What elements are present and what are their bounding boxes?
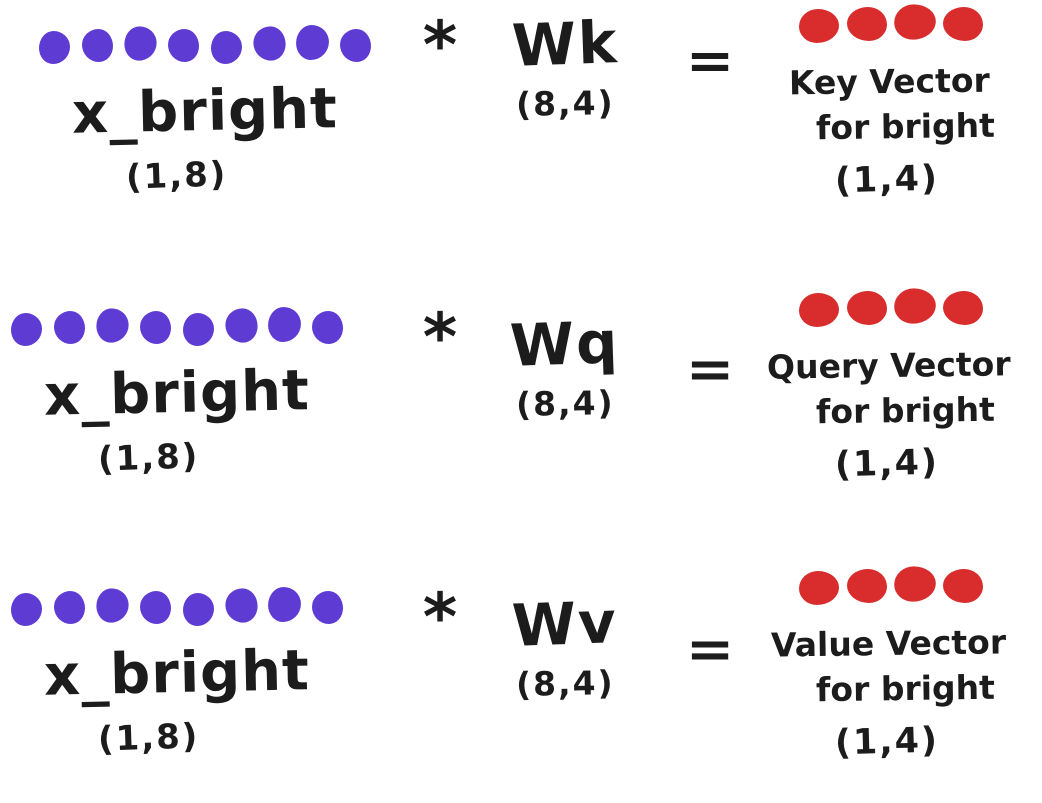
weight-matrix-block: Wv (8,4) (470, 560, 660, 704)
multiply-operator: * (422, 7, 458, 84)
output-vector-block: Query Vector for bright (1,4) (760, 280, 1042, 486)
input-embedding-dot (253, 26, 286, 61)
weight-matrix-block: Wq (8,4) (470, 280, 660, 424)
output-shape: (1,4) (834, 158, 940, 202)
weight-label: Wk (510, 8, 620, 80)
output-vector-dot (799, 293, 839, 327)
input-embedding-dot (340, 29, 371, 62)
output-vector-dot (894, 566, 936, 602)
output-vector-dots (795, 288, 987, 327)
input-embedding-block: x_bright (1,8) (0, 560, 382, 760)
output-vector-dot (943, 7, 983, 41)
weight-shape: (8,4) (515, 83, 615, 124)
input-embedding-block: x_bright (1,8) (0, 0, 410, 198)
output-vector-dot (894, 4, 936, 40)
input-embedding-dot (54, 311, 85, 344)
output-vector-dots (795, 566, 987, 605)
multiply-operator: * (422, 579, 458, 656)
equals-sign: = (685, 30, 735, 92)
input-embedding-dot (225, 588, 258, 623)
output-title-line1: Query Vector (766, 344, 1012, 387)
input-shape: (1,8) (125, 154, 229, 198)
input-label: x_bright (71, 76, 339, 147)
input-shape: (1,8) (97, 436, 201, 480)
input-embedding-dot (312, 311, 343, 344)
input-embedding-dot (54, 591, 85, 624)
weight-label: Wv (510, 588, 620, 660)
input-embedding-dot (168, 29, 199, 62)
output-vector-block: Value Vector for bright (1,4) (760, 560, 1042, 764)
output-vector-dot (847, 291, 887, 325)
input-embedding-dot (312, 591, 343, 624)
input-embedding-dot (11, 313, 42, 346)
multiply-operator: * (422, 299, 458, 376)
input-embedding-dot (140, 311, 171, 344)
input-embedding-block: x_bright (1,8) (0, 280, 382, 480)
equals-sign: = (685, 338, 735, 400)
output-title-line2: for bright (815, 667, 995, 710)
input-embedding-dot (183, 313, 214, 346)
input-embedding-dot (96, 308, 129, 343)
output-title-line2: for bright (815, 389, 995, 432)
input-embedding-dots (5, 587, 349, 626)
output-vector-block: Key Vector for bright (1,4) (760, 0, 1042, 202)
input-embedding-dot (183, 593, 214, 626)
equation-row-query: x_bright (1,8) * Wq (8,4) = Query Vector… (0, 280, 1042, 560)
output-vector-dot (894, 288, 936, 324)
weight-shape: (8,4) (515, 663, 615, 704)
input-embedding-dot (11, 593, 42, 626)
output-title-line2: for bright (815, 105, 995, 148)
input-embedding-dot (268, 587, 301, 622)
output-title-line1: Value Vector (771, 622, 1007, 665)
input-embedding-dots (5, 307, 349, 346)
input-embedding-dot (268, 307, 301, 342)
equation-row-value: x_bright (1,8) * Wv (8,4) = Value Vector… (0, 560, 1042, 803)
output-shape: (1,4) (834, 720, 940, 764)
equation-row-key: x_bright (1,8) * Wk (8,4) = Key Vector f… (0, 0, 1042, 280)
input-label: x_bright (43, 638, 311, 709)
output-shape: (1,4) (834, 442, 940, 486)
input-embedding-dot (296, 25, 329, 60)
output-vector-dot (847, 7, 887, 41)
output-vector-dots (795, 4, 987, 43)
weight-label: Wq (509, 308, 621, 380)
output-title-line1: Key Vector (788, 60, 990, 103)
input-label: x_bright (43, 358, 311, 429)
input-embedding-dot (225, 308, 258, 343)
output-vector-dot (847, 569, 887, 603)
input-embedding-dot (211, 31, 242, 64)
input-embedding-dot (96, 588, 129, 623)
input-embedding-dots (33, 25, 377, 64)
weight-matrix-block: Wk (8,4) (470, 0, 660, 124)
input-embedding-dot (82, 29, 113, 62)
input-embedding-dot (124, 26, 157, 61)
input-shape: (1,8) (97, 716, 201, 760)
output-vector-dot (943, 569, 983, 603)
weight-shape: (8,4) (515, 383, 615, 424)
equals-sign: = (685, 618, 735, 680)
output-vector-dot (799, 9, 839, 43)
output-vector-dot (943, 291, 983, 325)
input-embedding-dot (39, 31, 70, 64)
input-embedding-dot (140, 591, 171, 624)
output-vector-dot (799, 571, 839, 605)
